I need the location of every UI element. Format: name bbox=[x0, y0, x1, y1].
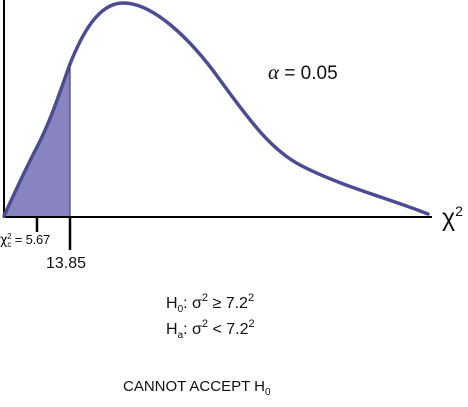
critical-subscript: c bbox=[7, 240, 12, 249]
decision-subscript: 0 bbox=[264, 387, 271, 398]
left-tail-shaded-region bbox=[4, 64, 70, 216]
alpha-symbol: α bbox=[268, 60, 280, 84]
alpha-value: = 0.05 bbox=[279, 63, 338, 84]
tick-value-label: 13.85 bbox=[46, 255, 87, 272]
ha-letter: H bbox=[166, 321, 178, 338]
decision-text: CANNOT ACCEPT H0 bbox=[123, 378, 271, 398]
x-axis-symbol: χ bbox=[442, 204, 456, 232]
critical-value-label: χc2 = 5.67 bbox=[0, 232, 51, 249]
critical-superscript: 2 bbox=[7, 232, 12, 241]
alternative-hypothesis: Ha: σ2 < 7.22 bbox=[166, 318, 255, 341]
decision-main: CANNOT ACCEPT H bbox=[123, 378, 265, 395]
ha-text: : σ bbox=[183, 321, 202, 338]
critical-value: = 5.67 bbox=[11, 232, 51, 247]
alpha-label: α = 0.05 bbox=[268, 60, 338, 85]
h0-value-superscript: 2 bbox=[247, 292, 255, 304]
h0-relation: ≥ 7.2 bbox=[208, 295, 248, 312]
h0-sigma-superscript: 2 bbox=[201, 292, 209, 304]
ha-relation: < 7.2 bbox=[208, 321, 249, 338]
ha-subscript: a bbox=[177, 330, 184, 341]
x-axis-superscript: 2 bbox=[455, 203, 463, 219]
chi-square-curve bbox=[2, 1, 430, 218]
critical-symbol: χ bbox=[0, 233, 8, 248]
ha-value-superscript: 2 bbox=[248, 318, 255, 330]
ha-sigma-superscript: 2 bbox=[201, 318, 209, 330]
x-axis-label: χ2 bbox=[442, 203, 463, 233]
h0-subscript: 0 bbox=[177, 304, 184, 315]
h0-text: : σ bbox=[183, 295, 202, 312]
null-hypothesis: H0: σ2 ≥ 7.22 bbox=[166, 292, 255, 315]
h0-letter: H bbox=[166, 295, 178, 312]
